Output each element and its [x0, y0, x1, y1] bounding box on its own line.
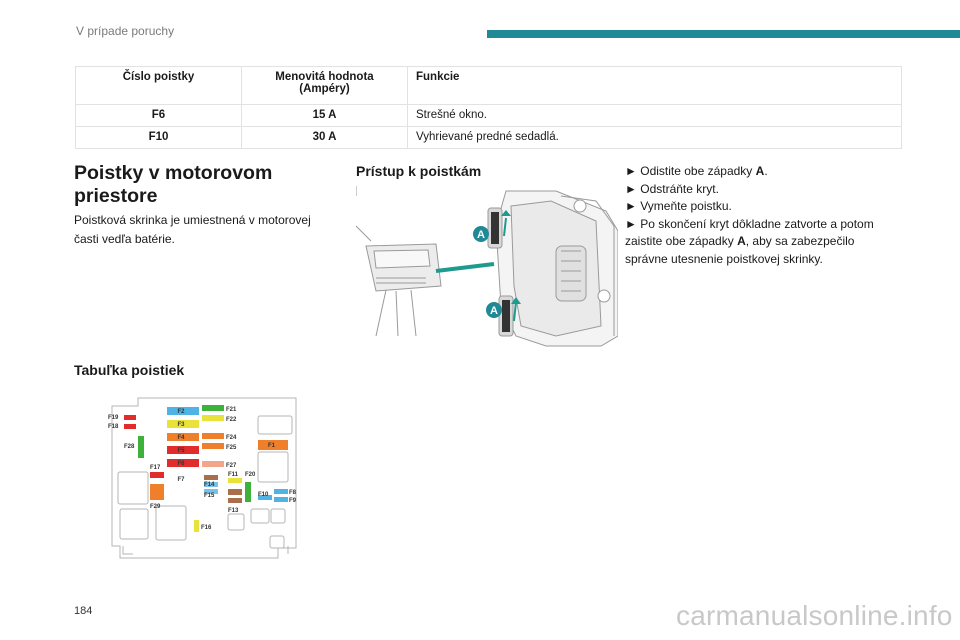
fuse-label-f18: F18: [108, 424, 119, 430]
fuse-label-f14: F14: [204, 482, 215, 488]
cell-number: F10: [75, 126, 242, 149]
col-header-amps-line1: Menovitá hodnota: [275, 71, 374, 83]
fuse-label-f17: F17: [150, 465, 161, 471]
fuse-label-f25: F25: [226, 445, 237, 451]
label-a-bottom: A: [490, 305, 498, 317]
fuse-label-f5: F5: [177, 448, 185, 454]
fuse-label-f4: F4: [177, 435, 185, 441]
cell-amps: 30 A: [241, 126, 408, 149]
access-heading: Prístup k poistkám: [356, 163, 482, 179]
fuse-label-f24: F24: [226, 435, 237, 441]
list-item: ► Odstráňte kryt.: [625, 181, 719, 196]
fuse-label-f10: F10: [258, 492, 269, 498]
col-header-number: Číslo poistky: [75, 66, 242, 105]
col-header-function: Funkcie: [407, 66, 902, 105]
fuse-box-access-illustration: A A: [356, 186, 618, 347]
label-a-top: A: [477, 229, 485, 241]
engine-fuses-heading: Poistky v motorovom priestore: [74, 162, 324, 208]
fuse-label-f11: F11: [228, 472, 239, 478]
fuse-label-f13: F13: [228, 508, 239, 514]
col-header-amps-line2: (Ampéry): [299, 83, 350, 95]
col-header-amps: Menovitá hodnota (Ampéry): [241, 66, 408, 105]
instruction-steps: ► Odistite obe západky A. ► Odstráňte kr…: [625, 163, 895, 268]
header-accent-bar: [487, 30, 960, 38]
watermark: carmanualsonline.info: [676, 600, 953, 631]
fuse-label-f21: F21: [226, 407, 237, 413]
heading-line2: priestore: [74, 185, 158, 207]
fuse-label-f28: F28: [124, 444, 135, 450]
table-header-row: Číslo poistky Menovitá hodnota (Ampéry) …: [75, 66, 902, 105]
fuse-label-f9: F9: [289, 498, 297, 504]
fuse-label-f6: F6: [177, 461, 185, 467]
fuse-table-heading: Tabuľka poistiek: [74, 362, 185, 378]
cell-number: F6: [75, 104, 242, 127]
list-item: ► Po skončení kryt dôkladne zatvorte a p…: [625, 216, 874, 266]
cell-function: Strešné okno.: [407, 104, 902, 127]
fuse-label-f29: F29: [150, 504, 161, 510]
list-item: ► Odistite obe západky A.: [625, 164, 768, 178]
fuse-label-f19: F19: [108, 415, 119, 421]
table-row: F6 15 A Strešné okno.: [75, 104, 902, 127]
cell-function: Vyhrievané predné sedadlá.: [407, 126, 902, 149]
fuse-label-f16: F16: [201, 525, 212, 531]
engine-fuses-description: Poistková skrinka je umiestnená v motoro…: [74, 213, 311, 246]
fuse-label-f20: F20: [245, 472, 256, 478]
list-item: ► Vymeňte poistku.: [625, 199, 732, 213]
fuse-box-diagram: F2 F3 F4 F5 F6 F7 F21 F22 F24 F25 F27 F1…: [108, 397, 297, 559]
fuse-label-f27: F27: [226, 463, 237, 469]
fuse-spec-table: Číslo poistky Menovitá hodnota (Ampéry) …: [75, 66, 902, 149]
fuse-label-f1: F1: [268, 443, 276, 449]
fuse-label-f3: F3: [177, 422, 185, 428]
section-title: V prípade poruchy: [76, 24, 175, 38]
fuse-label-f15: F15: [204, 493, 215, 499]
fuse-label-f22: F22: [226, 417, 237, 423]
page-number: 184: [74, 605, 93, 617]
fuse-label-f2: F2: [177, 409, 185, 415]
fuse-label-f8: F8: [289, 490, 297, 496]
cell-amps: 15 A: [241, 104, 408, 127]
fuse-label-f7: F7: [177, 477, 185, 483]
heading-line1: Poistky v motorovom: [74, 162, 273, 184]
table-row: F10 30 A Vyhrievané predné sedadlá.: [75, 126, 902, 149]
